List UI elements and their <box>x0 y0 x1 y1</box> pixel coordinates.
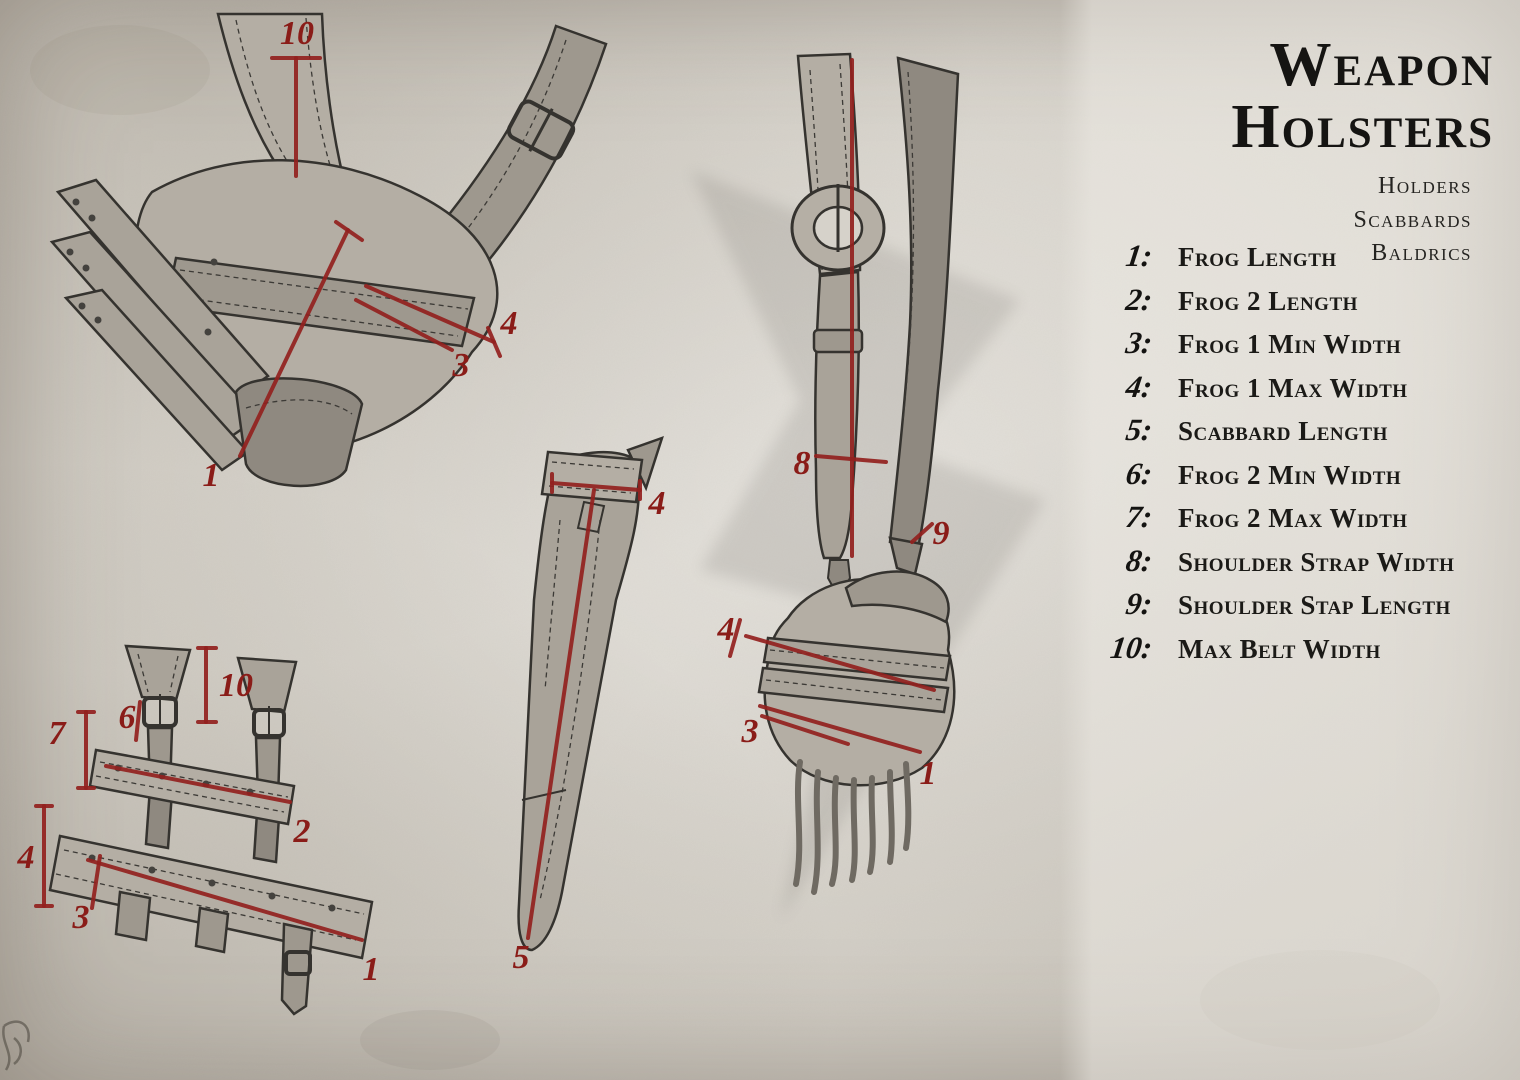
subtitle-scabbards: Scabbards <box>1353 206 1472 233</box>
legend-number: 6: <box>1123 455 1155 491</box>
marker-scabbard-length: 5 <box>513 939 530 976</box>
marker-shoulder-strap-length: 9 <box>933 515 950 552</box>
scabbard-measure-lines <box>526 472 642 940</box>
legend-label: Max Belt Width <box>1178 633 1381 664</box>
marker-frog1-max-width: 4 <box>500 305 518 342</box>
legend-number: 2: <box>1123 281 1155 317</box>
legend-label: Frog 2 Length <box>1178 285 1358 316</box>
marker-leg-frog1-max-width: 4 <box>17 839 35 876</box>
subtitle-list: Holders Scabbards Baldrics <box>1014 170 1494 271</box>
legend-row: 5: Scabbard Length <box>1094 412 1504 456</box>
leg-buckle-b-icon <box>252 706 286 740</box>
legend-number: 7: <box>1123 499 1155 534</box>
marker-leg-belt-width: 10 <box>219 667 253 704</box>
baldric-measure-lines <box>728 58 936 754</box>
legend-row: 8: Shoulder Strap Width <box>1094 543 1504 587</box>
marker-frog1-belt-width: 10 <box>280 15 314 52</box>
legend-label: Frog 1 Min Width <box>1178 329 1402 359</box>
measurement-legend: 1: Frog Length 2: Frog 2 Length 3: Frog … <box>1094 238 1504 673</box>
legend-row: 10: Max Belt Width <box>1094 630 1504 674</box>
strap-buckle-icon <box>506 99 576 161</box>
legend-row: 7: Frog 2 Max Width <box>1094 499 1504 543</box>
legend-number: 1: <box>1123 238 1155 273</box>
legend-row: 4: Frog 1 Max Width <box>1094 369 1504 413</box>
marker-leg-frog2-max-width: 7 <box>49 715 68 752</box>
marker-frog1-length: 1 <box>203 457 220 494</box>
legend-label: Shoulder Stap Length <box>1178 590 1451 620</box>
subtitle-baldrics: Baldrics <box>1371 240 1472 267</box>
leg-buckle-a-icon <box>142 694 178 730</box>
marker-scabbard-max-width: 4 <box>648 485 666 522</box>
marker-shoulder-strap-width: 8 <box>794 445 811 482</box>
legend-number: 5: <box>1123 412 1155 447</box>
marker-baldric-frog-length: 1 <box>920 755 937 792</box>
marker-baldric-frog-max-width: 4 <box>717 611 735 648</box>
page-title: Weapon Holsters <box>1231 31 1494 161</box>
subtitle-holders: Holders <box>1378 173 1472 199</box>
twig-doodle <box>2 1020 30 1071</box>
frog1-measure-lines <box>238 56 502 458</box>
legend-row: 1: Frog Length <box>1094 238 1504 282</box>
legend-label: Frog 2 Min Width <box>1178 459 1402 490</box>
strap-rivets <box>66 198 218 336</box>
frog-fringe <box>793 759 912 895</box>
marker-baldric-frog-min-width: 3 <box>741 713 759 750</box>
legend-number: 8: <box>1123 542 1155 578</box>
legend-row: 6: Frog 2 Min Width <box>1094 456 1504 500</box>
marker-leg-frog1-min-width: 3 <box>72 899 90 936</box>
legend-label: Shoulder Strap Width <box>1178 546 1455 577</box>
marker-leg-frog2-length: 2 <box>293 813 311 850</box>
watermark-shape <box>690 170 1045 920</box>
legend-label: Frog 2 Max Width <box>1178 503 1408 533</box>
marker-frog1-min-width: 3 <box>452 347 470 384</box>
round-buckle-icon <box>790 184 886 272</box>
legend-label: Frog 1 Max Width <box>1178 372 1408 403</box>
legend-number: 9: <box>1123 586 1155 621</box>
legend-number: 4: <box>1123 368 1155 404</box>
legend-row: 3: Frog 1 Min Width <box>1094 325 1504 369</box>
legend-number: 3: <box>1123 325 1155 360</box>
leg-holster-measure-lines <box>34 646 364 942</box>
marker-leg-frog2-min-width: 6 <box>119 699 136 736</box>
legend-number: 10: <box>1108 629 1155 665</box>
legend-label: Frog Length <box>1178 242 1337 272</box>
legend-label: Scabbard Length <box>1178 416 1388 446</box>
legend-row: 9: Shoulder Stap Length <box>1094 586 1504 630</box>
marker-leg-frog1-length: 1 <box>363 951 380 988</box>
title-block: Weapon Holsters Holders Scabbards Baldri… <box>1014 34 1494 271</box>
legend-row: 2: Frog 2 Length <box>1094 282 1504 326</box>
illustration-baldric <box>757 52 960 895</box>
info-panel-background <box>1060 0 1520 1080</box>
